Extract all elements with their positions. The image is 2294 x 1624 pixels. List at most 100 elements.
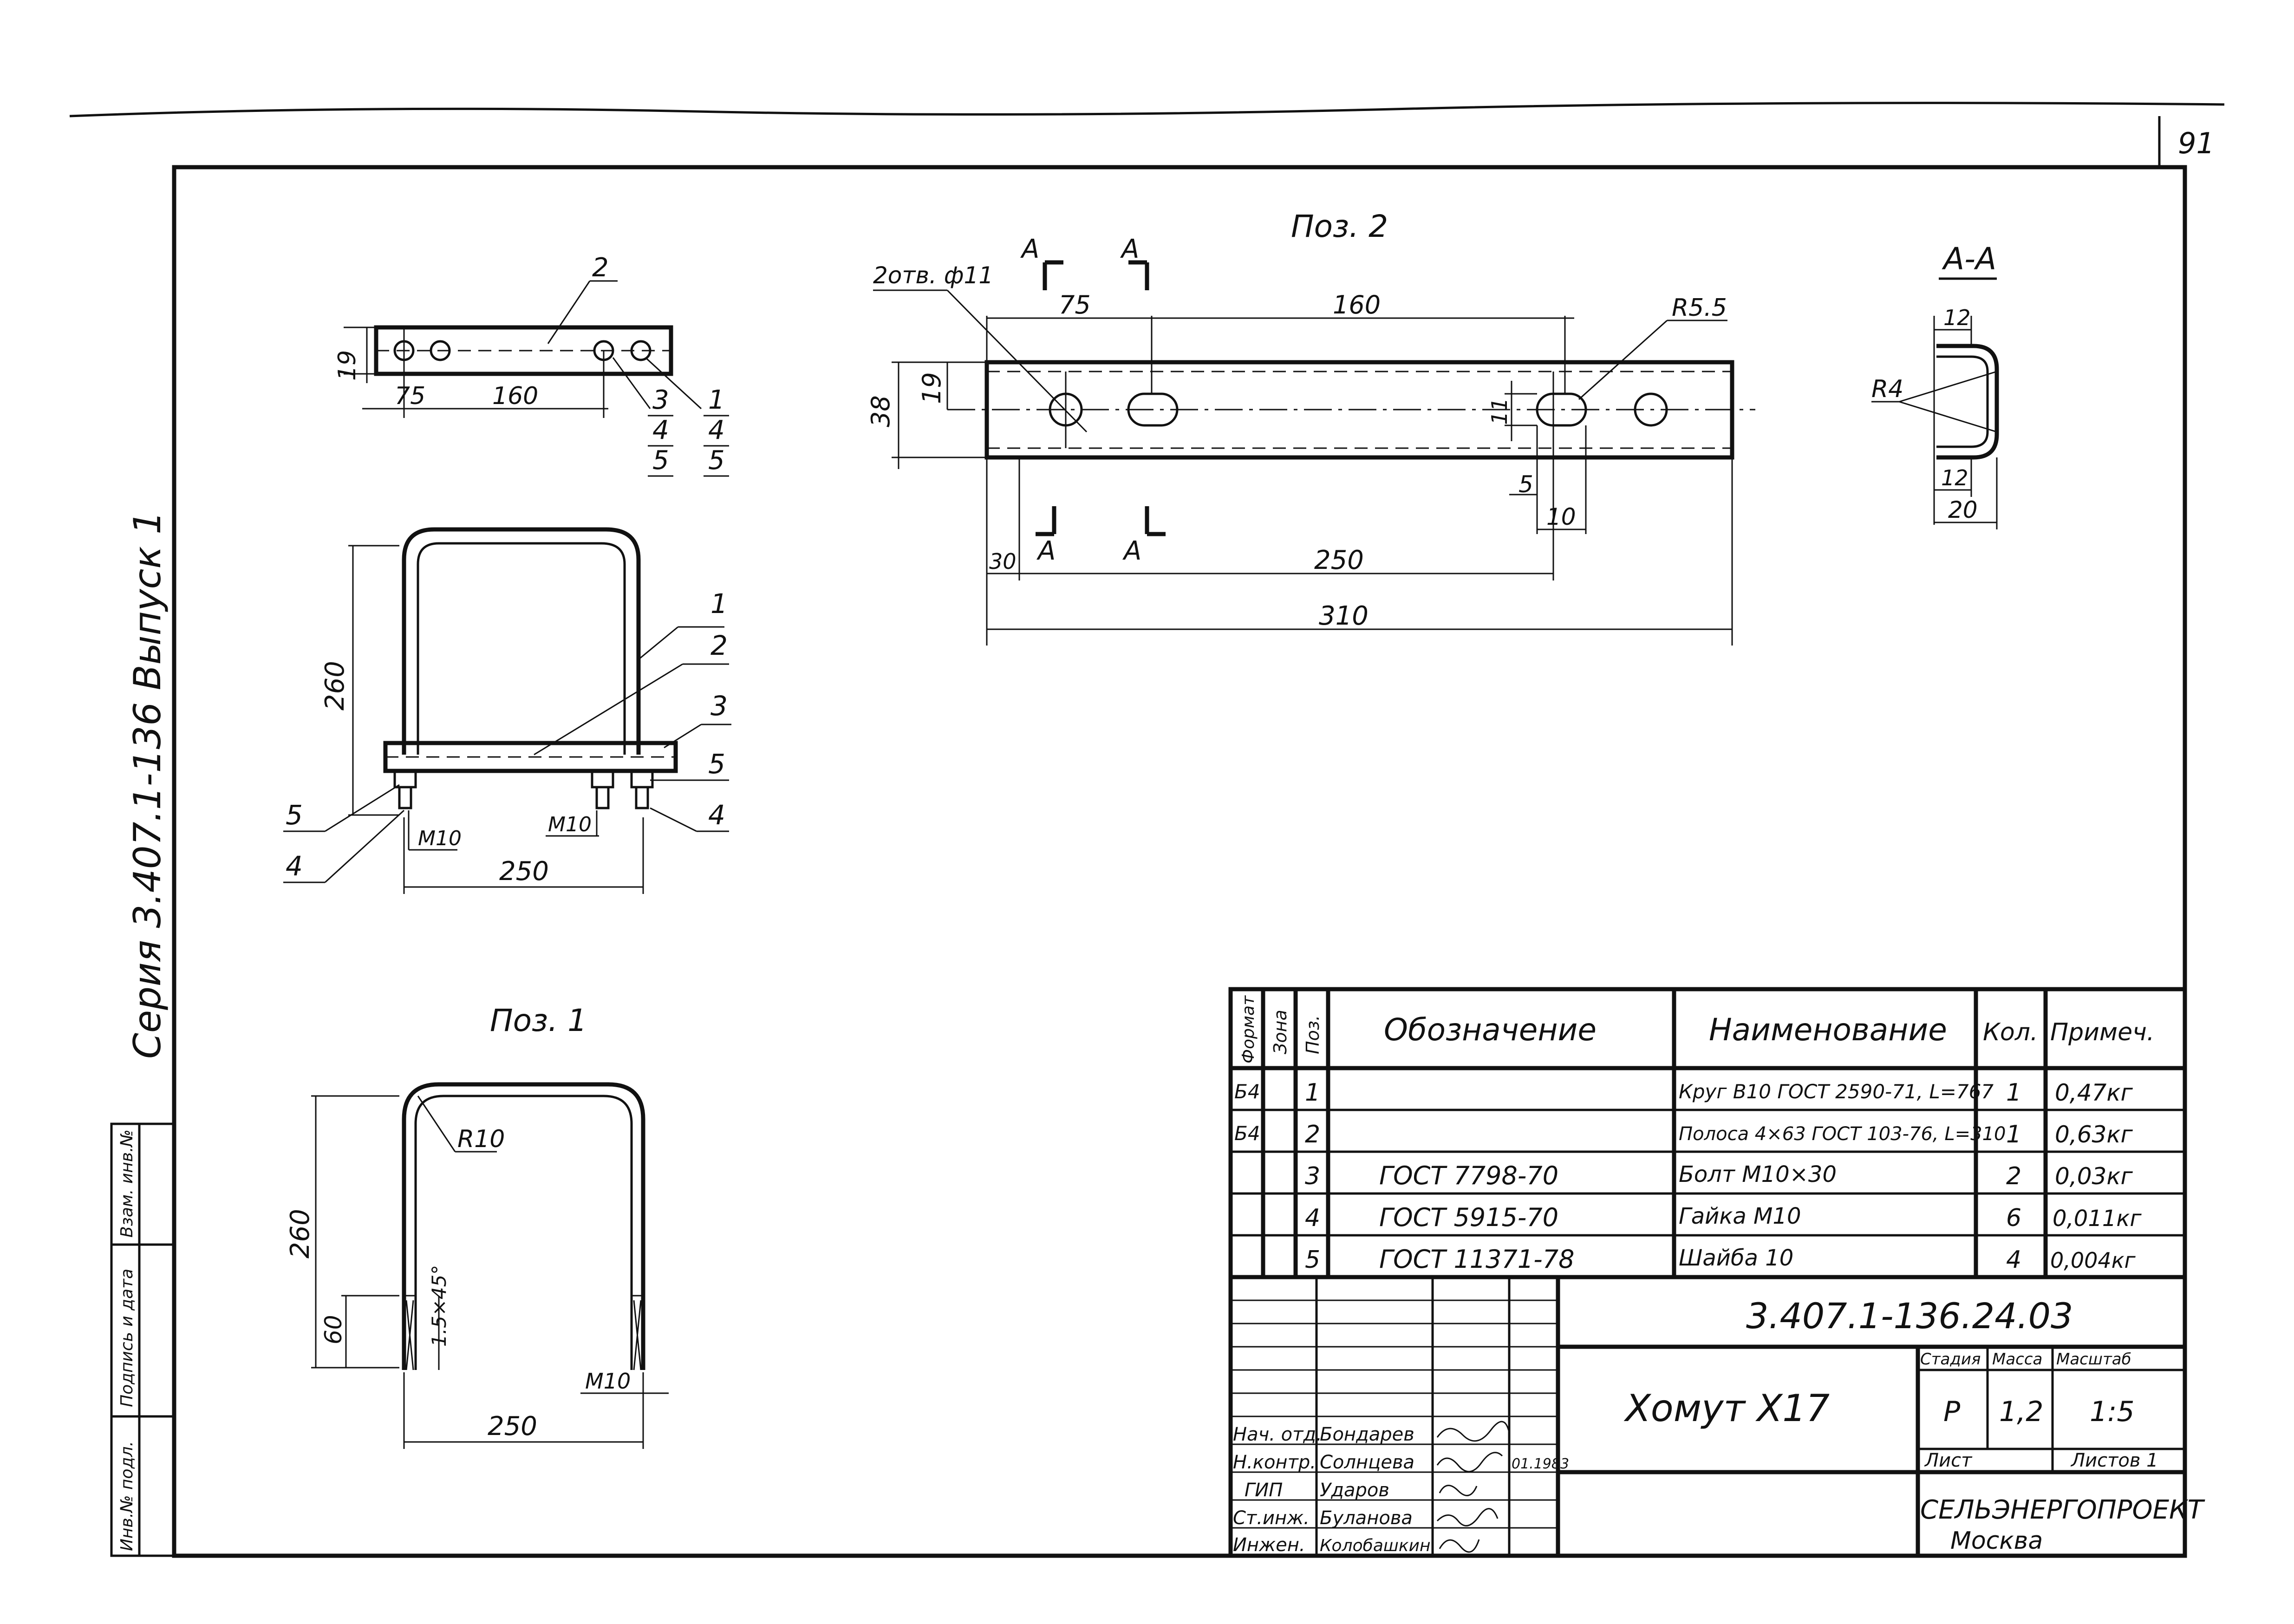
mass-value: 1,2 — [1999, 1396, 2043, 1428]
spec-row-2: Б4 2 Полоса 4×63 ГОСТ 103-76, L=310 1 0,… — [1234, 1121, 2133, 1148]
signatures — [1436, 1421, 1510, 1553]
organization-city: Москва — [1950, 1527, 2043, 1555]
top-dim-75: 75 — [395, 382, 425, 410]
section-dim-12-top: 12 — [1943, 305, 1971, 330]
spec-row-2-note: 0,63кг — [2055, 1121, 2133, 1148]
stage-value: Р — [1943, 1396, 1961, 1428]
assembly-view: 260 250 М10 М10 1 2 3 5 4 5 4 — [283, 527, 731, 894]
poz2-section-a-2: А — [1120, 234, 1139, 264]
spec-row-5: 5 ГОСТ 11371-78 Шайба 10 4 0,004кг — [1305, 1245, 2136, 1274]
assembly-callout-5-right: 5 — [708, 748, 725, 780]
spec-header-qty: Кол. — [1983, 1018, 2038, 1046]
assembly-callout-2: 2 — [710, 630, 728, 661]
document-code: 3.407.1-136.24.03 — [1746, 1295, 2073, 1337]
spec-row-4-pos: 4 — [1305, 1204, 1320, 1232]
spec-row-1-qty: 1 — [2006, 1079, 2021, 1107]
top-callout-4a: 4 — [652, 415, 669, 445]
top-callout-5b: 5 — [708, 445, 725, 476]
top-callout-2: 2 — [592, 253, 609, 283]
spec-header-name: Наименование — [1709, 1012, 1947, 1048]
assembly-m10-right: М10 — [548, 813, 592, 836]
poz2-view: Поз. 2 75 160 R5.5 2отв. ф11 38 19 11 — [866, 209, 1755, 646]
poz1-thread-left — [405, 1300, 414, 1370]
spec-row-3-designation: ГОСТ 7798-70 — [1379, 1161, 1558, 1190]
assembly-dim-260: 260 — [320, 661, 350, 711]
spec-header-pos: Поз. — [1303, 1015, 1323, 1054]
poz1-chamfer: 1.5×45° — [428, 1265, 450, 1347]
approval-date: 01.1983 — [1512, 1456, 1569, 1472]
sheet-frame: 91 — [69, 102, 2225, 1558]
assembly-callout-5-left: 5 — [286, 799, 303, 831]
poz2-hole-note: 2отв. ф11 — [873, 262, 993, 289]
section-aa-view: А-А R4 12 12 20 — [1871, 241, 1999, 529]
spec-row-2-pos: 2 — [1305, 1121, 1320, 1148]
spec-row-2-qty: 1 — [2006, 1121, 2021, 1148]
assembly-m10-left: М10 — [418, 827, 462, 850]
top-view: 19 75 160 2 3 4 5 1 4 5 — [333, 253, 729, 477]
staff-name-2: Солнцева — [1320, 1452, 1414, 1473]
spec-row-5-note: 0,004кг — [2050, 1248, 2136, 1273]
stamp-inv-original: Инв.№ подл. — [117, 1441, 137, 1551]
mass-label: Масса — [1992, 1350, 2042, 1369]
series-label: Серия 3.407.1-136 Выпуск 1 — [126, 511, 169, 1059]
spec-header-note: Примеч. — [2050, 1018, 2154, 1046]
spec-row-5-qty: 4 — [2006, 1246, 2021, 1274]
staff-name-5: Колобашкин — [1320, 1536, 1431, 1555]
spec-row-2-format: Б4 — [1234, 1122, 1260, 1145]
staff-role-4: Ст.инж. — [1233, 1507, 1310, 1529]
assembly-callout-3: 3 — [710, 690, 728, 722]
section-dim-12-bottom: 12 — [1941, 465, 1968, 490]
spec-row-3-name: Болт М10×30 — [1679, 1161, 1837, 1187]
spec-row-3-note: 0,03кг — [2055, 1163, 2133, 1190]
poz2-section-a-4: А — [1122, 536, 1141, 566]
top-dim-160: 160 — [492, 382, 538, 410]
poz2-section-a-3: А — [1036, 536, 1056, 566]
sheet-label: Лист — [1924, 1450, 1973, 1471]
top-dim-19: 19 — [333, 350, 361, 381]
poz2-dim-310: 310 — [1319, 601, 1369, 631]
poz1-thread-right — [633, 1300, 642, 1370]
poz1-title: Поз. 1 — [490, 1003, 587, 1038]
poz2-dim-11: 11 — [1487, 398, 1512, 425]
part-title: Хомут Х17 — [1623, 1387, 1830, 1430]
organization: СЕЛЬЭНЕРГОПРОЕКТ — [1920, 1495, 2205, 1525]
staff-role-2: Н.контр. — [1233, 1452, 1316, 1473]
stage-label: Стадия — [1920, 1350, 1981, 1369]
spec-row-4-name: Гайка М10 — [1679, 1203, 1801, 1229]
poz2-dim-30: 30 — [989, 549, 1017, 574]
staff-name-1: Бондарев — [1320, 1424, 1414, 1445]
spec-row-4-qty: 6 — [2006, 1204, 2021, 1232]
spec-header-format: Формат — [1239, 995, 1258, 1063]
spec-row-3: 3 ГОСТ 7798-70 Болт М10×30 2 0,03кг — [1305, 1161, 2133, 1190]
stamp-replace-inv: Взам. инв.№ — [117, 1129, 137, 1238]
sheets-count: Листов 1 — [2070, 1450, 2158, 1471]
poz1-view: Поз. 1 R10 260 60 1.5×45° М10 250 — [285, 1003, 669, 1449]
spec-header-designation: Обозначение — [1384, 1012, 1597, 1048]
poz2-dim-160: 160 — [1333, 290, 1381, 320]
top-callout-5a: 5 — [652, 445, 669, 476]
spec-row-3-qty: 2 — [2006, 1162, 2021, 1190]
spec-table: Формат Зона Поз. Обозначение Наименовани… — [1228, 987, 2187, 1279]
spec-row-1-pos: 1 — [1305, 1079, 1320, 1107]
spec-row-5-pos: 5 — [1305, 1246, 1320, 1274]
section-title: А-А — [1942, 241, 1996, 277]
poz2-section-a-1: А — [1020, 234, 1039, 264]
top-callout-1: 1 — [708, 385, 725, 415]
poz1-radius: R10 — [457, 1125, 505, 1153]
poz2-radius: R5.5 — [1672, 294, 1727, 322]
assembly-dim-250: 250 — [499, 856, 549, 887]
spec-row-4: 4 ГОСТ 5915-70 Гайка М10 6 0,011кг — [1305, 1203, 2142, 1232]
poz2-dim-10: 10 — [1546, 503, 1576, 530]
poz1-thread-m10: М10 — [585, 1369, 631, 1394]
top-callout-4b: 4 — [708, 415, 725, 445]
stamp-signature-date: Подпись и дата — [117, 1269, 137, 1407]
spec-row-5-designation: ГОСТ 11371-78 — [1379, 1245, 1574, 1274]
spec-row-1-note: 0,47кг — [2055, 1079, 2133, 1106]
poz1-dim-260: 260 — [285, 1209, 315, 1259]
staff-role-3: ГИП — [1245, 1480, 1283, 1501]
staff-role-1: Нач. отд. — [1233, 1424, 1322, 1445]
poz2-dim-5: 5 — [1518, 471, 1533, 498]
spec-row-2-name: Полоса 4×63 ГОСТ 103-76, L=310 — [1679, 1123, 2006, 1145]
poz2-title: Поз. 2 — [1291, 209, 1388, 244]
side-margin: Серия 3.407.1-136 Выпуск 1 Инв.№ подл. П… — [110, 511, 176, 1557]
